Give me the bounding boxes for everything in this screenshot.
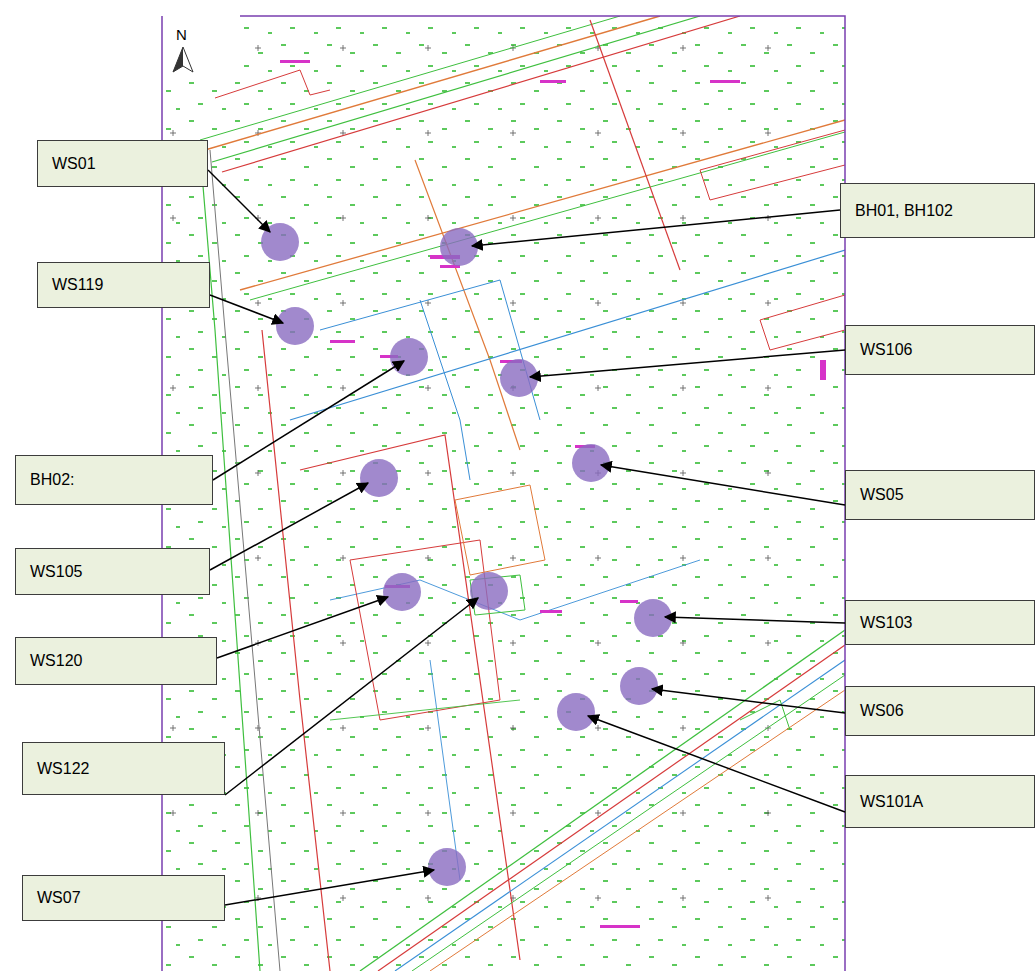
location-id: WS05 xyxy=(860,485,904,504)
north-label: N xyxy=(176,26,187,43)
location-id: WS07 xyxy=(37,888,81,907)
location-id: WS01 xyxy=(52,154,96,173)
borehole-markers xyxy=(261,223,672,886)
location-label: WS101A xyxy=(845,775,1035,828)
location-id: WS106 xyxy=(860,340,912,359)
location-id: BH01, BH102 xyxy=(855,201,953,220)
location-label: WS103 xyxy=(845,600,1035,645)
location-label: WS06 xyxy=(845,686,1035,736)
location-id: WS120 xyxy=(30,651,82,670)
location-id: WS103 xyxy=(860,613,912,632)
location-label: WS105 xyxy=(15,548,210,595)
location-label: WS01 xyxy=(37,140,208,187)
location-id: WS122 xyxy=(37,759,89,778)
location-id: WS06 xyxy=(860,701,904,720)
location-id: WS101A xyxy=(860,792,923,811)
location-label: BH02: xyxy=(15,455,213,505)
location-label: WS122 xyxy=(22,742,225,795)
location-label: WS05 xyxy=(845,470,1035,520)
location-label: WS106 xyxy=(845,325,1035,375)
location-label: WS07 xyxy=(22,875,225,921)
plan-drawing xyxy=(163,16,845,971)
location-id: WS119 xyxy=(52,275,103,294)
location-id: BH02: xyxy=(30,470,74,489)
location-label: WS119 xyxy=(37,262,210,308)
location-label: WS120 xyxy=(15,637,217,685)
location-label: BH01, BH102 xyxy=(840,183,1035,238)
north-arrow xyxy=(173,47,193,72)
location-id: WS105 xyxy=(30,562,82,581)
